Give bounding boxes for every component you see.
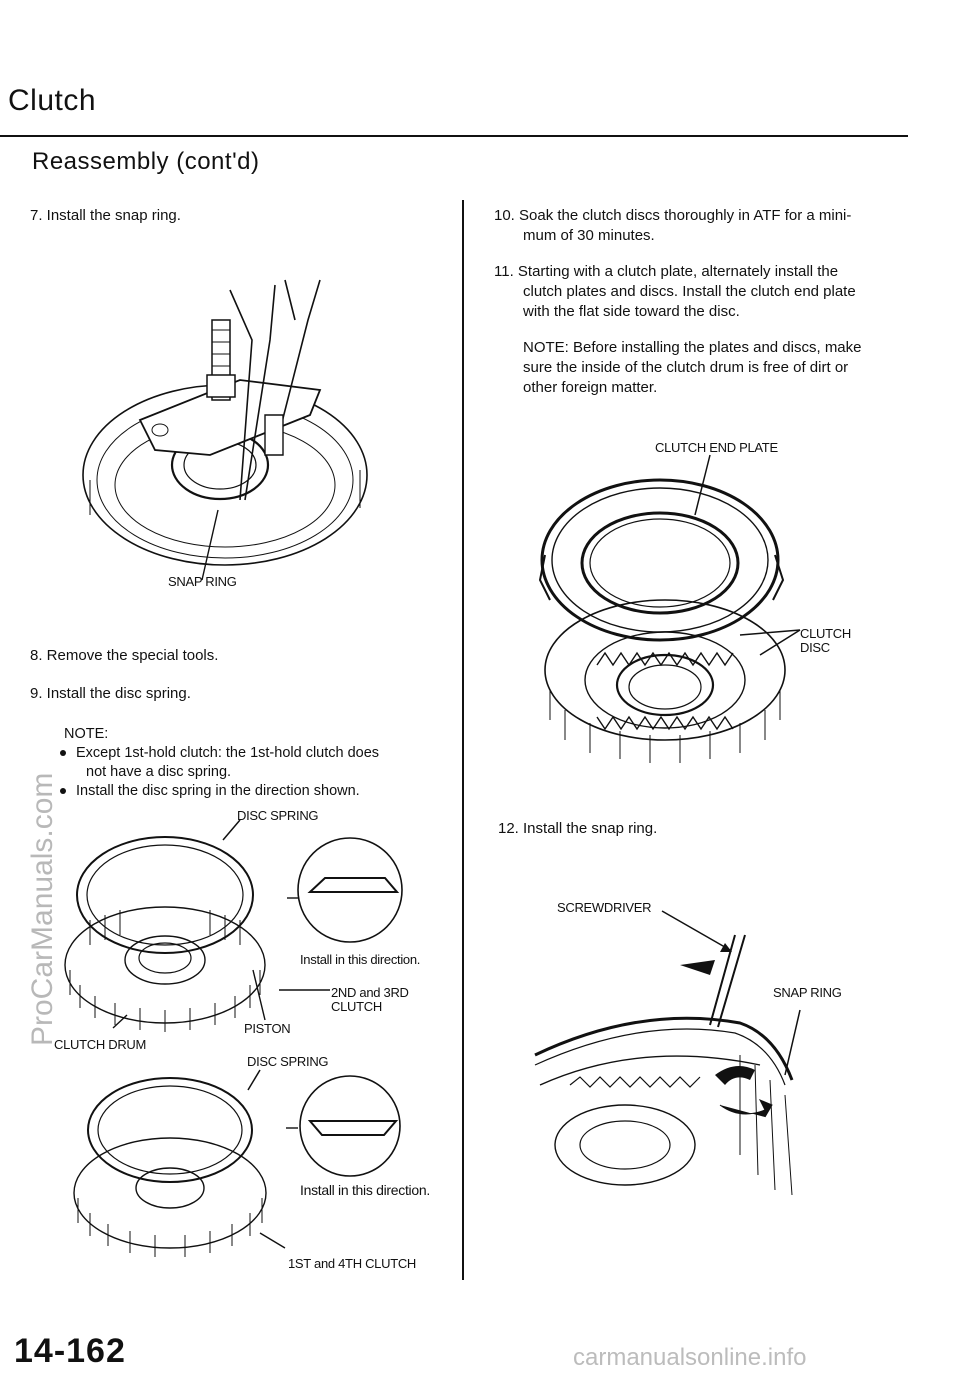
label-clutch-disc-line2: DISC: [800, 640, 830, 655]
step-10-line2: mum of 30 minutes.: [523, 227, 655, 244]
step-11-line2: clutch plates and discs. Install the clu…: [523, 283, 856, 300]
step-7: 7. Install the snap ring.: [30, 207, 181, 224]
label-1st-4th-clutch: 1ST and 4TH CLUTCH: [288, 1256, 417, 1271]
label-snap-ring-2: SNAP RING: [773, 985, 842, 1000]
label-install-direction-2: Install in this direction.: [300, 1182, 430, 1198]
note-bullet-1-cont: not have a disc spring.: [86, 764, 232, 780]
watermark-text: ProCarManuals.com: [26, 773, 59, 1046]
note-bullet-2-text: Install the disc spring in the direction…: [76, 783, 360, 799]
step-8: 8. Remove the special tools.: [30, 647, 219, 664]
label-screwdriver: SCREWDRIVER: [557, 900, 652, 915]
label-disc-spring-2: DISC SPRING: [247, 1054, 329, 1069]
page-number: 14-162: [14, 1332, 126, 1370]
figure-clutch-pack: [535, 455, 855, 763]
page-title: Clutch: [8, 84, 97, 117]
note-bullet-1: Except 1st-hold clutch: the 1st-hold clu…: [60, 743, 380, 763]
note-bullet-1-text: Except 1st-hold clutch: the 1st-hold clu…: [76, 745, 380, 761]
step-12: 12. Install the snap ring.: [498, 820, 658, 837]
label-disc-spring-1: DISC SPRING: [237, 808, 319, 823]
label-install-direction-1: Install in this direction.: [300, 952, 421, 967]
step-11-line3: with the flat side toward the disc.: [523, 303, 740, 320]
note-line2: sure the inside of the clutch drum is fr…: [523, 359, 849, 376]
footer-watermark: carmanualsonline.info: [573, 1344, 807, 1371]
note-line1: NOTE: Before installing the plates and d…: [523, 339, 862, 356]
label-clutch-drum: CLUTCH DRUM: [54, 1037, 147, 1052]
header-rule: [0, 135, 908, 137]
label-piston: PISTON: [244, 1021, 291, 1036]
step-10-line1: 10. Soak the clutch discs thoroughly in …: [494, 207, 852, 224]
label-clutch-end-plate: CLUTCH END PLATE: [655, 440, 778, 455]
bullet-icon: [60, 750, 66, 757]
label-2nd-3rd-clutch-line1: 2ND and 3RD: [331, 985, 409, 1000]
figure-snap-ring-pliers: [80, 280, 380, 570]
page-subtitle: Reassembly (cont'd): [32, 148, 260, 175]
note-bullet-2: Install the disc spring in the direction…: [60, 781, 360, 801]
note-heading: NOTE:: [64, 726, 109, 742]
watermark: ProCarManuals.com: [26, 773, 59, 1046]
label-clutch-disc-line1: CLUTCH: [800, 626, 851, 641]
bullet-icon: [60, 788, 66, 795]
label-snap-ring-1: SNAP RING: [168, 574, 237, 589]
note-line3: other foreign matter.: [523, 379, 658, 396]
column-divider: [462, 200, 464, 1280]
figure-1st-4th-clutch: [60, 1068, 440, 1257]
step-9: 9. Install the disc spring.: [30, 685, 191, 702]
step-11-line1: 11. Starting with a clutch plate, altern…: [494, 263, 839, 280]
label-2nd-3rd-clutch-line2: CLUTCH: [331, 999, 382, 1014]
figure-screwdriver-snap-ring: [530, 905, 810, 1205]
figure-2nd-3rd-clutch: [55, 820, 445, 1032]
